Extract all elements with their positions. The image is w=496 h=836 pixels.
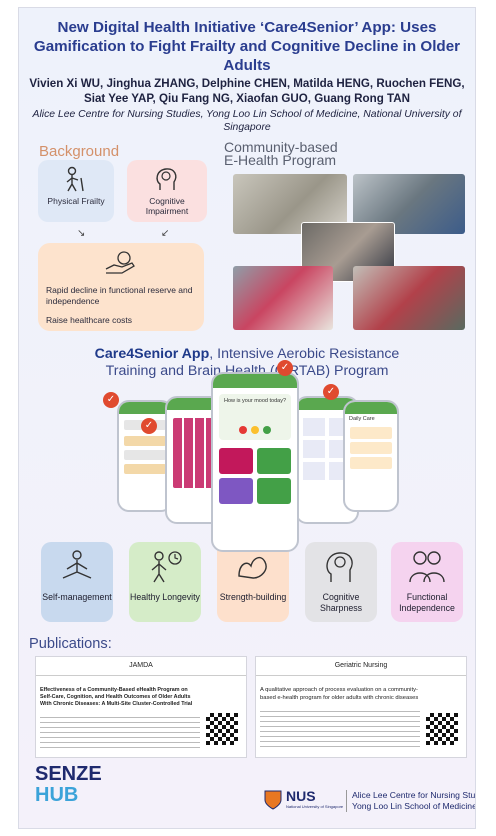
cognitive-impairment-box: Cognitive Impairment	[127, 160, 207, 222]
check-badge-icon: ✓	[103, 392, 119, 408]
app-name: Care4Senior App	[94, 346, 210, 362]
qr-code-icon	[206, 713, 238, 745]
label-healthy-longevity: Healthy Longevity	[130, 592, 200, 602]
phone-screen-5: Daily Care	[343, 400, 399, 512]
outcome-box: Rapid decline in functional reserve and …	[38, 243, 204, 331]
physical-frailty-label: Physical Frailty	[47, 196, 105, 206]
tile-healthy-longevity	[129, 542, 201, 622]
physical-frailty-box: Physical Frailty	[38, 160, 114, 222]
elderly-person-icon	[66, 166, 84, 192]
tile-cognitive-sharpness	[305, 542, 377, 622]
nus-subtext: National University of Singapore	[286, 804, 344, 809]
background-heading: Background	[39, 143, 120, 160]
money-hand-icon	[105, 251, 135, 274]
centre-line1: Alice Lee Centre for Nursing Studies	[352, 790, 475, 800]
senze-hub-logo: SENZE HUB	[35, 763, 102, 816]
poster: New Digital Health Initiative ‘Care4Seni…	[19, 8, 475, 828]
label-cognitive-sharpness: Cognitive Sharpness	[319, 592, 363, 613]
person-clock-icon	[151, 551, 182, 583]
paper-title-jamda: Effectiveness of a Community-Based eHeal…	[40, 687, 193, 707]
app-heading-rest: , Intensive Aerobic Resistance	[209, 346, 400, 362]
app-heading: Care4Senior App, Intensive Aerobic Resis…	[29, 346, 465, 380]
check-badge-icon: ✓	[277, 360, 293, 376]
check-badge-icon: ✓	[323, 384, 339, 400]
affiliation: Alice Lee Centre for Nursing Studies, Yo…	[32, 109, 462, 133]
program-heading-line1: Community-based	[224, 139, 338, 155]
photo-elders-workout	[233, 266, 333, 330]
elderly-couple-icon	[409, 551, 445, 583]
hub-text: HUB	[35, 784, 79, 806]
journal-name-jamda: JAMDA	[36, 657, 246, 676]
senze-text: SENZE	[35, 763, 102, 785]
centre-line2: Yong Loo Lin School of Medicine	[352, 801, 475, 811]
brain-head-icon	[156, 168, 177, 190]
app-heading-line2: Training and Brain Health (CIRTAB) Progr…	[105, 363, 389, 379]
cognitive-impairment-label: Cognitive Impairment	[145, 196, 189, 216]
tile-strength-building	[217, 542, 289, 622]
nus-text: NUS	[286, 788, 316, 804]
arrow-down-right-icon: ↘	[77, 228, 86, 239]
author-list: Vivien Xi WU, Jinghua ZHANG, Delphine CH…	[29, 77, 465, 105]
label-self-management: Self-management	[42, 592, 112, 602]
publications-heading: Publications:	[29, 636, 112, 652]
journal-name-geriatric: Geriatric Nursing	[256, 657, 466, 676]
qr-code-icon	[426, 713, 458, 745]
program-heading-line2: E-Health Program	[224, 152, 337, 168]
paper-jamda[interactable]: JAMDA Effectiveness of a Community-Based…	[35, 656, 247, 758]
paper-title-geriatric: A qualitative approach of process evalua…	[260, 687, 419, 701]
phone-screen-main: How is your mood today?	[211, 372, 299, 552]
meditation-icon	[62, 550, 92, 579]
poster-title: New Digital Health Initiative ‘Care4Seni…	[33, 19, 461, 74]
check-badge-icon: ✓	[141, 418, 157, 434]
paper-geriatric-nursing[interactable]: Geriatric Nursing A qualitative approach…	[255, 656, 467, 758]
outcome-costs-text: Raise healthcare costs	[46, 315, 132, 325]
tile-functional-independence	[391, 542, 463, 622]
label-strength-building: Strength-building	[219, 592, 287, 602]
brain-head-icon	[326, 552, 353, 582]
photo-elders-stretching	[353, 266, 465, 330]
flexed-arm-icon	[238, 556, 267, 579]
daily-care-header: Daily Care	[349, 416, 375, 422]
label-functional-independence: Functional Independence	[399, 592, 455, 613]
nus-crest-icon	[264, 790, 282, 810]
arrow-down-left-icon: ↙	[161, 228, 170, 239]
tile-self-management	[41, 542, 113, 622]
outcome-decline-text: Rapid decline in functional reserve and …	[46, 285, 193, 306]
